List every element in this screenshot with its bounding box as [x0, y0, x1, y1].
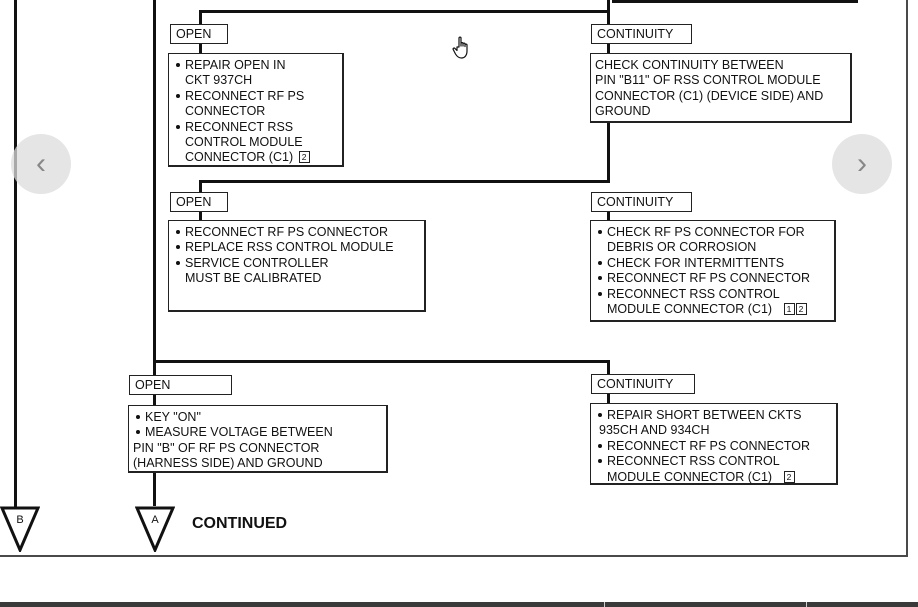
step-item-cont: DEBRIS OR CORROSION — [607, 240, 757, 255]
branch-line-1-left — [199, 10, 202, 26]
connector-b-letter: B — [16, 514, 23, 526]
step-item-cont: MODULE CONNECTOR (C1) — [607, 302, 773, 317]
step-item: RECONNECT RSS CONTROL — [595, 454, 832, 469]
step-item: REPLACE RSS CONTROL MODULE — [173, 240, 420, 255]
toolbar-divider — [806, 602, 807, 607]
link-2-left — [199, 212, 202, 220]
open-action-box-3: KEY "ON" MEASURE VOLTAGE BETWEEN PIN "B"… — [128, 405, 388, 473]
note-ref-1: 1 — [783, 303, 795, 316]
step-item-cont: CKT 937CH — [185, 73, 253, 88]
continuity-label-1: CONTINUITY — [591, 24, 692, 44]
step-item: REPAIR OPEN IN — [173, 58, 338, 73]
step-item: CHECK RF PS CONNECTOR FOR — [595, 225, 830, 240]
continuity-label-3: CONTINUITY — [591, 374, 695, 394]
bottom-toolbar — [0, 602, 918, 607]
toolbar-divider — [604, 602, 605, 607]
flow-line-b — [14, 0, 17, 510]
step-item: RECONNECT RSS — [173, 120, 338, 135]
connector-a-letter: A — [151, 514, 159, 526]
continued-label: CONTINUED — [192, 515, 288, 532]
step-item: RECONNECT RF PS CONNECTOR — [595, 271, 830, 286]
step-item: RECONNECT RF PS — [173, 89, 338, 104]
chevron-right-icon: › — [857, 147, 867, 180]
flow-line-top-right — [612, 0, 858, 3]
step-item-cont: CONTROL MODULE — [185, 135, 303, 150]
step-item-cont: 935CH AND 934CH — [599, 423, 710, 438]
continuity-check-box-1: CHECK CONTINUITY BETWEEN PIN "B11" OF RS… — [590, 53, 852, 123]
branch-line-3 — [153, 360, 610, 363]
check-line: PIN "B11" OF RSS CONTROL MODULE — [595, 73, 821, 88]
branch-line-1 — [199, 10, 610, 13]
step-item: MEASURE VOLTAGE BETWEEN — [133, 425, 382, 440]
continuity-action-box-2: CHECK RF PS CONNECTOR FOR DEBRIS OR CORR… — [590, 220, 836, 322]
open-action-box-2: RECONNECT RF PS CONNECTOR REPLACE RSS CO… — [168, 220, 426, 312]
branch-line-3-right — [607, 360, 610, 374]
flowchart-page: OPEN CONTINUITY REPAIR OPEN IN CKT 937CH… — [0, 0, 908, 557]
check-line: CHECK CONTINUITY BETWEEN — [595, 58, 784, 72]
branch-line-1-right — [607, 10, 610, 26]
step-item-cont: CONNECTOR — [185, 104, 266, 119]
flow-line-right-top — [607, 0, 610, 10]
branch-line-2-left — [199, 180, 202, 194]
flow-line-a — [153, 0, 156, 506]
continuity-action-box-3: REPAIR SHORT BETWEEN CKTS 935CH AND 934C… — [590, 403, 838, 485]
open-label-3: OPEN — [129, 375, 232, 395]
step-item: RECONNECT RF PS CONNECTOR — [595, 439, 832, 454]
note-ref-2: 2 — [795, 303, 807, 316]
link-2-right — [607, 212, 610, 220]
hand-pointer-icon — [452, 36, 468, 59]
connector-a-triangle: A — [135, 506, 175, 552]
check-line: CONNECTOR (C1) (DEVICE SIDE) AND — [595, 88, 824, 103]
open-label-1: OPEN — [170, 24, 228, 44]
step-item: KEY "ON" — [133, 410, 382, 425]
step-item-cont: MUST BE CALIBRATED — [185, 271, 322, 286]
previous-page-button[interactable]: ‹ — [11, 134, 71, 194]
note-ref-2: 2 — [783, 470, 795, 483]
link-3-right — [607, 394, 610, 403]
chevron-left-icon: ‹ — [36, 147, 46, 180]
step-item-cont: PIN "B" OF RF PS CONNECTOR — [133, 440, 320, 455]
open-action-box-1: REPAIR OPEN IN CKT 937CH RECONNECT RF PS… — [168, 53, 344, 167]
continuity-label-2: CONTINUITY — [591, 192, 692, 212]
connector-b-triangle: B — [0, 506, 40, 552]
note-ref-2: 2 — [298, 151, 310, 164]
link-1-right — [607, 44, 610, 53]
branch-line-2 — [199, 180, 610, 183]
open-label-2: OPEN — [170, 192, 228, 212]
flow-line-row2 — [607, 123, 610, 183]
next-page-button[interactable]: › — [832, 134, 892, 194]
step-item: RECONNECT RF PS CONNECTOR — [173, 225, 420, 240]
step-item: REPAIR SHORT BETWEEN CKTS — [595, 408, 832, 423]
step-item-cont: MODULE CONNECTOR (C1) — [607, 469, 773, 484]
link-1-left — [199, 44, 202, 53]
step-item: CHECK FOR INTERMITTENTS — [595, 256, 830, 271]
step-item-cont: CONNECTOR (C1) — [185, 150, 294, 165]
step-item: RECONNECT RSS CONTROL — [595, 287, 830, 302]
check-line: GROUND — [595, 104, 651, 119]
step-item-cont: (HARNESS SIDE) AND GROUND — [133, 456, 323, 471]
step-item: SERVICE CONTROLLER — [173, 256, 420, 271]
